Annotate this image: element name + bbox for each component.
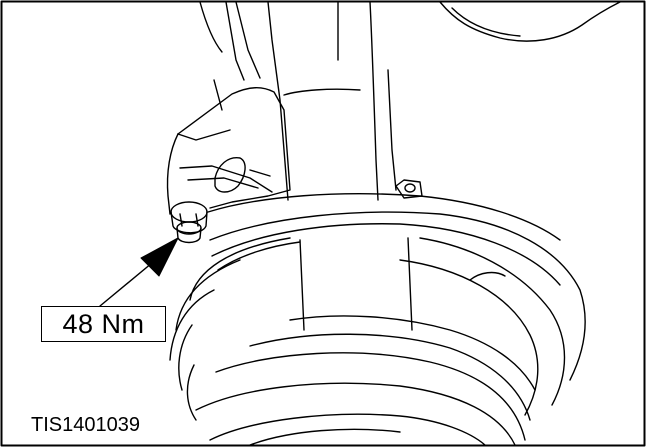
strut-body	[213, 1, 397, 201]
upper-body-outline	[199, 1, 621, 53]
mounting-bracket	[166, 87, 291, 215]
torque-callout-box: 48 Nm	[41, 306, 166, 342]
arrowhead-icon	[140, 237, 179, 277]
callout-arrow	[99, 237, 179, 307]
torque-value-label: 48 Nm	[62, 308, 145, 339]
coil-spring	[169, 193, 586, 446]
figure-reference-code: TIS1401039	[30, 414, 143, 437]
mounting-nut	[170, 201, 208, 244]
spring-seat-lug	[395, 179, 423, 199]
